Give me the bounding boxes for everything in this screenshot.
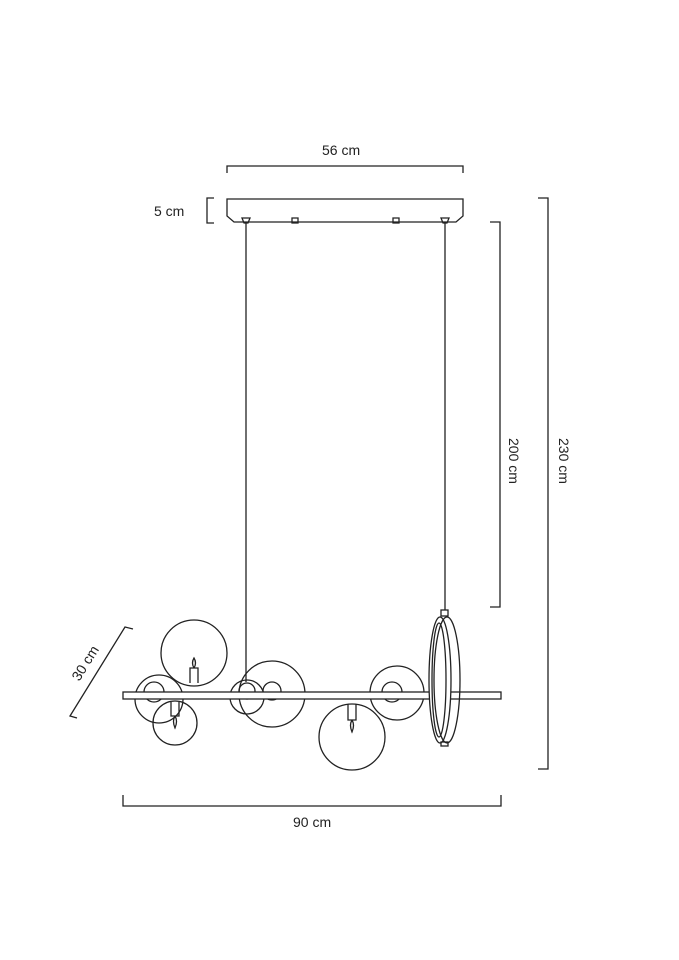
dimension-lines <box>68 165 549 807</box>
dim-230cm-line <box>538 197 549 770</box>
dim-56cm-line <box>226 165 464 173</box>
candles <box>170 656 357 734</box>
label-total-width: 90 cm <box>293 814 332 830</box>
label-canopy-width: 56 cm <box>322 142 361 158</box>
cables <box>245 223 446 682</box>
horizontal-bar <box>122 691 502 700</box>
dim-200cm-line <box>490 221 501 608</box>
label-canopy-height: 5 cm <box>154 203 185 219</box>
ring <box>428 609 461 747</box>
dim-5cm-bracket <box>206 197 214 224</box>
dim-30cm-line <box>68 626 134 719</box>
dim-90cm-line <box>122 795 502 807</box>
label-total-height: 230 cm <box>556 438 572 484</box>
label-cable-length: 200 cm <box>506 438 522 484</box>
canopy <box>226 198 464 224</box>
